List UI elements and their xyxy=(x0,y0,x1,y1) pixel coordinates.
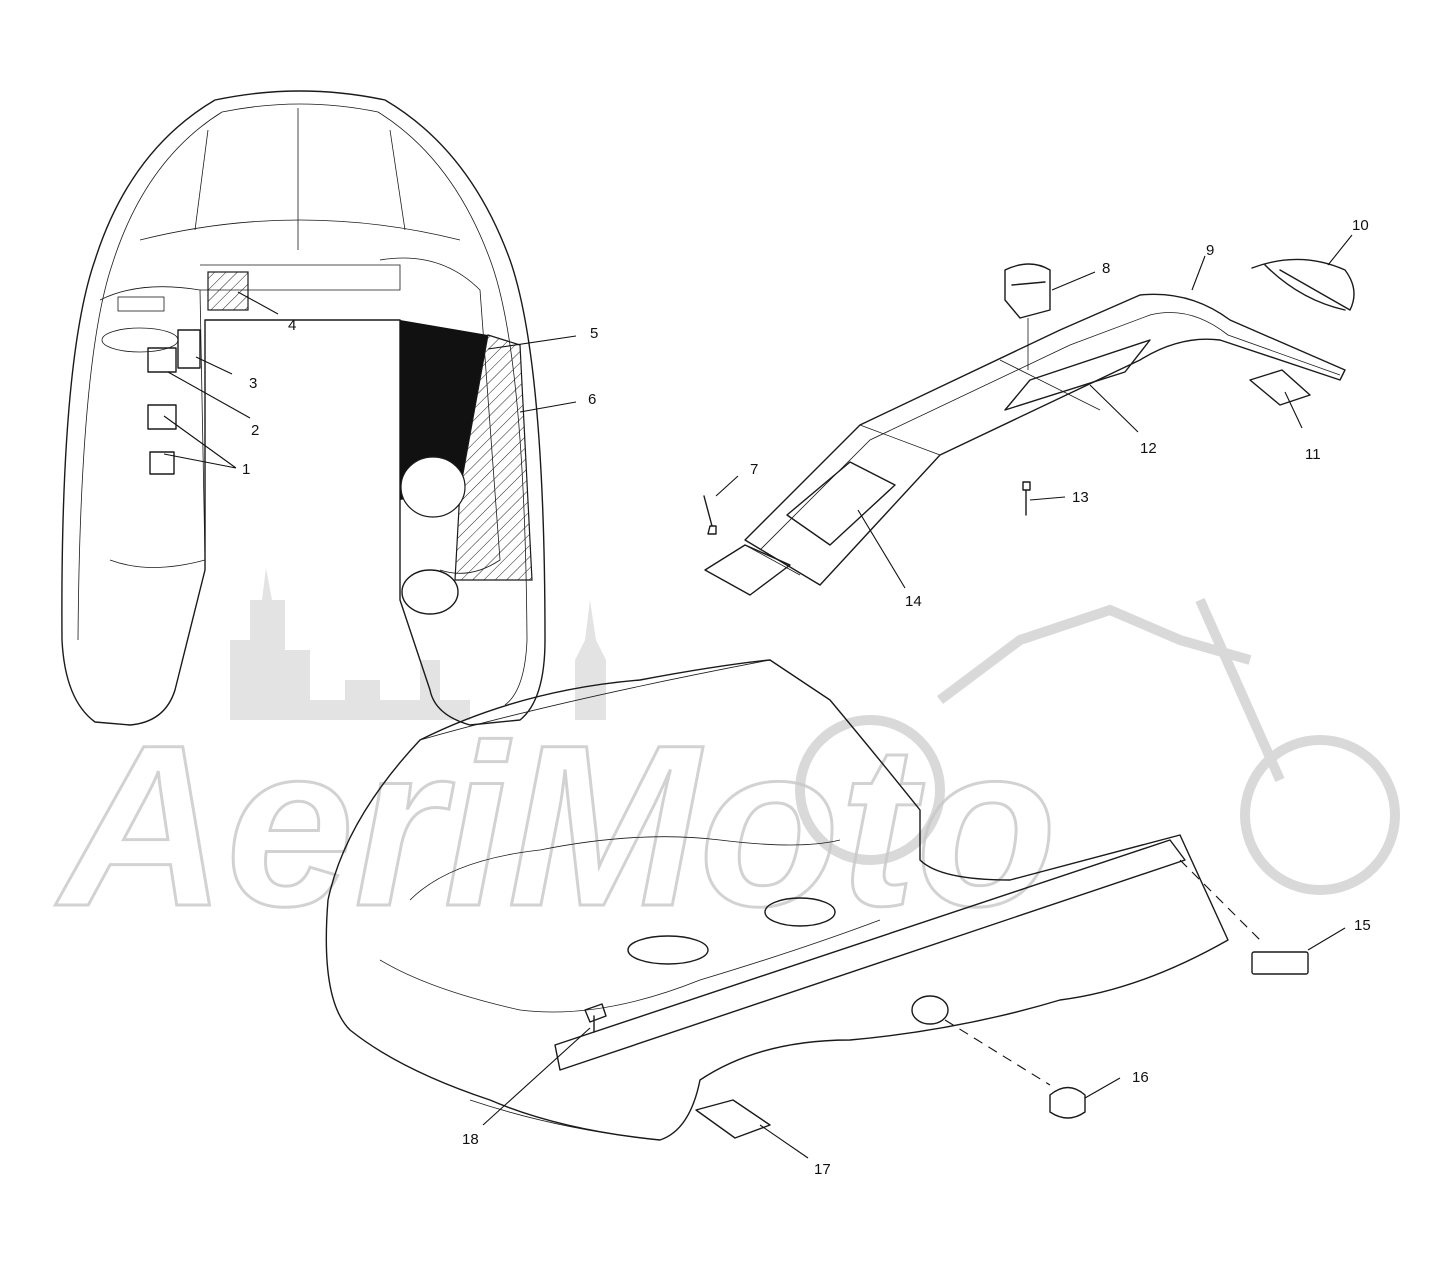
callout-1: 1 xyxy=(242,461,250,478)
leader-6 xyxy=(519,401,577,413)
leader-3 xyxy=(195,356,233,375)
leader-1 xyxy=(163,415,237,469)
watermark-tower xyxy=(575,600,606,720)
hood-gauge-hole xyxy=(401,569,459,615)
callout-13: 13 xyxy=(1072,489,1089,506)
hood-side-grommet-hole xyxy=(911,995,949,1025)
assembly-line-15 xyxy=(1179,859,1263,943)
leader-11 xyxy=(1284,391,1303,429)
hood-side-mirror-mount xyxy=(764,897,836,927)
leader-13 xyxy=(1029,496,1066,501)
hood-side-bottom-curve xyxy=(469,1099,661,1141)
callout-14: 14 xyxy=(905,593,922,610)
watermark-castle-silhouette xyxy=(230,568,470,720)
hinge-plate xyxy=(704,544,791,596)
hood-windshield-edge xyxy=(139,219,461,241)
decal-1a xyxy=(147,404,177,430)
cable-10 xyxy=(1251,258,1355,311)
hood-side-vent xyxy=(627,935,709,965)
rivet-13 xyxy=(1022,481,1031,516)
callout-3: 3 xyxy=(249,375,257,392)
hood-rib-right xyxy=(389,129,406,231)
assembly-line-16 xyxy=(944,1019,1051,1086)
callout-11: 11 xyxy=(1305,446,1321,463)
brace-9-crease xyxy=(859,359,1101,456)
decal-14 xyxy=(786,461,896,546)
leader-16 xyxy=(1084,1077,1121,1099)
leader-12 xyxy=(1089,384,1139,433)
leader-5 xyxy=(487,335,577,350)
callout-2: 2 xyxy=(251,422,259,439)
callout-8: 8 xyxy=(1102,260,1110,277)
hood-side-outer xyxy=(325,659,1229,1141)
hood-bracket-bar xyxy=(200,264,401,291)
leader-4 xyxy=(237,291,279,315)
callout-18: 18 xyxy=(462,1131,479,1148)
cap-16 xyxy=(1049,1086,1086,1119)
leader-lines xyxy=(163,234,1353,1159)
callout-16: 16 xyxy=(1132,1069,1149,1086)
callout-7: 7 xyxy=(750,461,758,478)
decal-6-hatched-panel xyxy=(454,334,533,581)
hood-inner-rim xyxy=(77,103,528,706)
fastener-18 xyxy=(584,1003,607,1033)
leader-18 xyxy=(482,1027,591,1126)
hinge-barrel xyxy=(744,544,801,576)
callout-4: 4 xyxy=(288,317,296,334)
hood-side-inner-b xyxy=(379,919,881,1013)
decal-4 xyxy=(207,271,249,311)
plate-17 xyxy=(695,1099,771,1139)
decal-5-cutout xyxy=(400,456,466,518)
pad-15 xyxy=(1251,951,1309,975)
hood-outer-shell xyxy=(61,90,546,726)
brace-9-edge xyxy=(759,312,1341,551)
leader-2 xyxy=(167,371,251,419)
decal-11 xyxy=(1249,369,1311,406)
watermark-motorcycle xyxy=(795,597,1400,895)
rivet-7 xyxy=(703,495,717,535)
brace-assembly xyxy=(703,258,1355,596)
clip-8 xyxy=(1004,263,1051,319)
decal-2 xyxy=(147,347,177,373)
leader-14 xyxy=(857,509,906,589)
brace-9-body xyxy=(744,293,1346,586)
watermark-text: AeriMoto xyxy=(55,697,1057,954)
hood-side-view xyxy=(325,659,1309,1141)
leader-15 xyxy=(1307,927,1346,951)
callout-17: 17 xyxy=(814,1161,831,1178)
hood-side-rail xyxy=(554,839,1186,1071)
leader-9 xyxy=(1191,255,1206,291)
decal-12 xyxy=(1004,339,1151,411)
leader-8 xyxy=(1051,271,1096,291)
hood-side-inner-a xyxy=(409,836,841,901)
callout-numbers: 1 2 3 4 5 6 7 8 9 10 11 12 13 14 15 16 1… xyxy=(242,217,1371,1178)
hood-hinge-plate xyxy=(117,296,165,312)
leader-17 xyxy=(759,1124,809,1159)
hood-top-view xyxy=(61,90,546,726)
callout-6: 6 xyxy=(588,391,596,408)
watermark: AeriMoto xyxy=(54,568,1400,956)
callout-5: 5 xyxy=(590,325,598,342)
decal-1b xyxy=(149,451,175,475)
callout-9: 9 xyxy=(1206,242,1214,259)
callout-10: 10 xyxy=(1352,217,1369,234)
leader-7 xyxy=(715,475,739,497)
callout-15: 15 xyxy=(1354,917,1371,934)
leader-10 xyxy=(1327,234,1353,266)
callout-12: 12 xyxy=(1140,440,1157,457)
hood-rib-left xyxy=(194,129,209,231)
hood-side-windshield xyxy=(419,659,771,741)
decal-3 xyxy=(177,329,201,369)
